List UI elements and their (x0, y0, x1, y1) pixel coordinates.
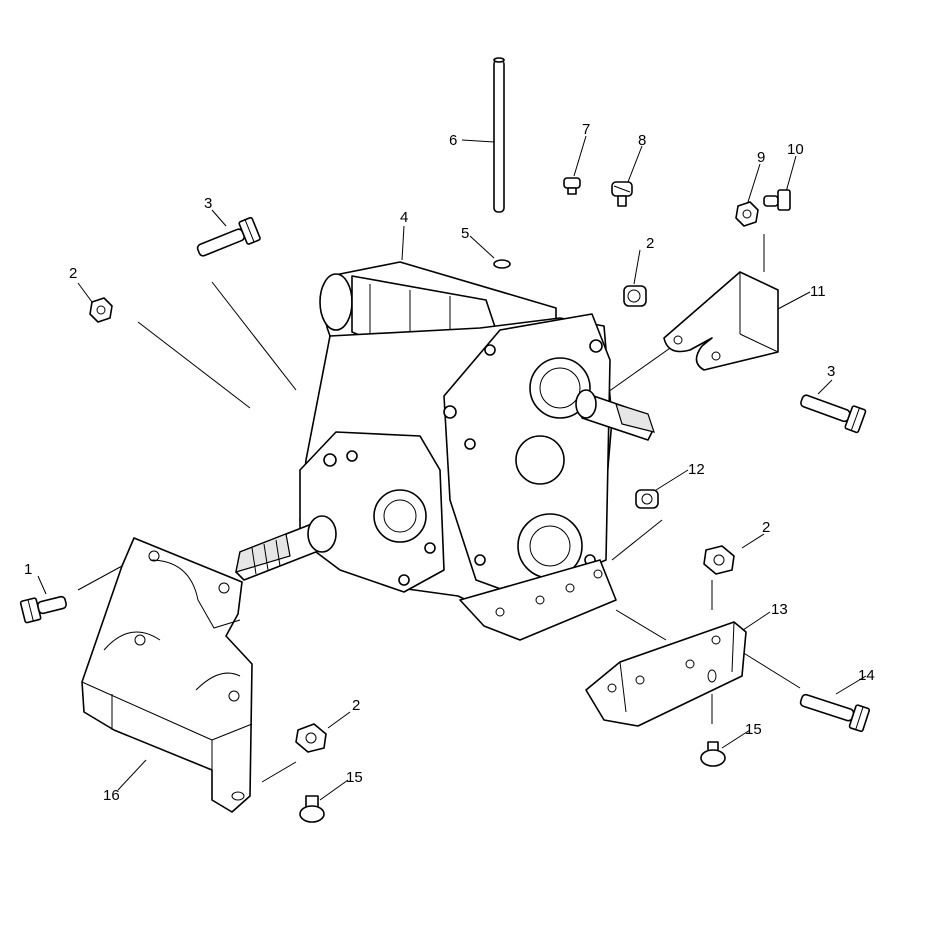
callout-10: 10 (787, 141, 804, 158)
callout-14: 14 (858, 667, 875, 684)
bolt-part-3-right (800, 394, 867, 434)
callout-3-left: 3 (204, 195, 212, 212)
callout-1: 1 (24, 561, 32, 578)
callout-3-right: 3 (827, 363, 835, 380)
transmission-housing-part-4 (235, 261, 655, 641)
bushing-part-12 (635, 489, 659, 509)
bracket-part-11 (663, 271, 779, 371)
callout-4: 4 (400, 209, 408, 226)
nut-part-2-left (89, 297, 113, 323)
nut-part-2-right (703, 545, 735, 575)
callout-11: 11 (810, 283, 826, 300)
nut-part-2-upper-right (623, 285, 647, 307)
nut-part-2-bottom (295, 723, 327, 753)
pin-part-5 (493, 259, 511, 269)
callout-7: 7 (582, 121, 590, 138)
callout-16: 16 (103, 787, 120, 804)
callout-12: 12 (688, 461, 705, 478)
bolt-part-3-left (196, 216, 261, 257)
nut-part-9 (735, 201, 759, 227)
bolt-part-1 (19, 595, 67, 624)
callout-2-upper-right: 2 (646, 235, 654, 252)
bolt-part-15-right (700, 741, 726, 767)
callout-15-right: 15 (745, 721, 762, 738)
clip-part-8 (611, 181, 633, 207)
callout-13: 13 (771, 601, 788, 618)
bolt-part-10 (763, 189, 791, 211)
callout-9: 9 (757, 149, 765, 166)
rod-part (493, 57, 505, 213)
callout-2-left: 2 (69, 265, 77, 282)
bolt-part-15-left (299, 795, 325, 823)
bracket-part-16 (81, 537, 253, 813)
callout-15-left: 15 (346, 769, 363, 786)
callout-5: 5 (461, 225, 469, 242)
clip-part-7 (563, 177, 581, 195)
bracket-part-13 (585, 621, 747, 727)
bolt-part-14 (799, 693, 871, 733)
leader-lines (37, 135, 867, 801)
callout-8: 8 (638, 132, 646, 149)
callout-2-bottom: 2 (352, 697, 360, 714)
callout-6: 6 (449, 132, 457, 149)
callout-2-right: 2 (762, 519, 770, 536)
callout-labels: 1 2 2 2 2 3 3 4 5 6 7 8 9 10 11 12 13 14… (24, 121, 875, 804)
